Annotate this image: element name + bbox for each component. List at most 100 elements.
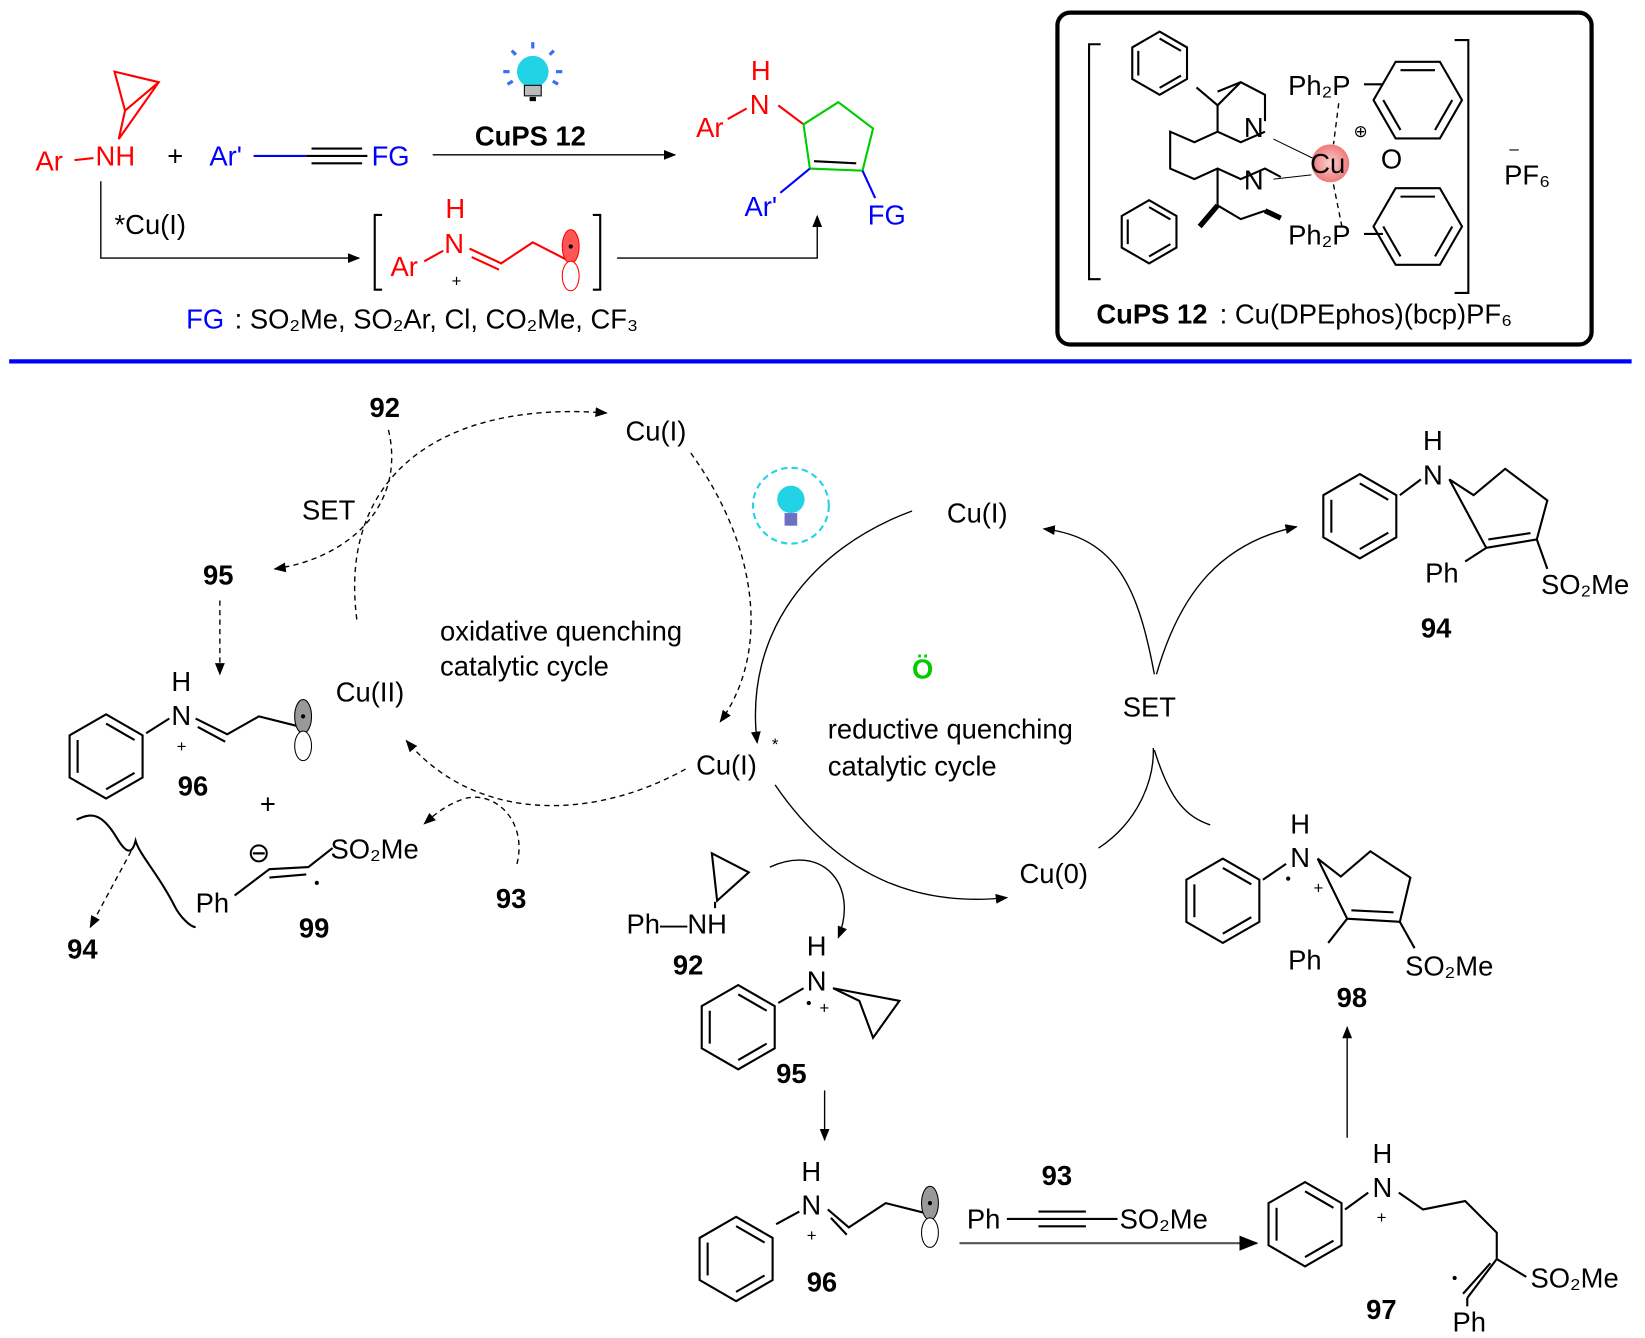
- aromatic-double-bond: [1434, 99, 1454, 131]
- oxidative-cycle: 92 Cu(I) SET 95 oxidative quenching cata…: [67, 392, 830, 965]
- benzene-ring: [1185, 857, 1261, 945]
- aromatic-double-bond: [1434, 225, 1454, 257]
- cycle-arrow: [354, 407, 608, 620]
- cmpd-98: 98: [1337, 982, 1367, 1013]
- bond: [1399, 478, 1422, 497]
- radical-dot: [806, 1000, 811, 1006]
- bond: [777, 987, 805, 1004]
- s95-h: H: [807, 931, 827, 962]
- aromatic-double-bond: [737, 1042, 768, 1061]
- arrow: [89, 842, 137, 929]
- cyclopropane: [832, 987, 902, 1040]
- benzene-ring: [68, 713, 144, 800]
- cmpd-95: 95: [776, 1058, 806, 1089]
- cmpd-92: 92: [673, 950, 703, 981]
- nh-label: NH: [96, 140, 136, 171]
- lightbulb-icon: [751, 466, 830, 545]
- cmpd-94: 94: [1421, 612, 1452, 643]
- s95-plus: +: [819, 999, 829, 1018]
- cycle-arrow: [774, 784, 1009, 904]
- aromatic-double-bond: [1304, 1239, 1335, 1259]
- benzene-ring: [1322, 472, 1398, 560]
- cycle-arc: [1098, 747, 1155, 849]
- r93-label: 93: [1042, 1160, 1072, 1191]
- caption: : Cu(DPEphos)(bcp)PF₆: [1220, 298, 1512, 329]
- n-top: N: [1244, 112, 1264, 143]
- cu-charge: ⊕: [1353, 122, 1367, 141]
- benzene-ring: [1372, 60, 1464, 140]
- catalyst-box: Ph₂P Ph₂P N N Cu ⊕ O PF₆ – CuPS 12 : Cu(…: [1055, 10, 1594, 347]
- aromatic-double-bond: [1359, 531, 1389, 551]
- s94-h: H: [1423, 425, 1443, 456]
- radical-dot: [1452, 1275, 1457, 1281]
- aromatic-double-bond: [1159, 74, 1182, 89]
- alkene: [233, 847, 334, 897]
- aromatic-double-bond: [1159, 37, 1182, 52]
- s98-n: N: [1290, 842, 1310, 873]
- cyclopentene-ring: [802, 100, 875, 172]
- set-label: SET: [302, 494, 356, 525]
- aromatic-double-bond: [105, 722, 136, 741]
- cyclopentene: [1316, 849, 1412, 923]
- inter-h: H: [445, 193, 465, 224]
- cycle-arrow: [1042, 525, 1156, 675]
- prod-n: N: [750, 89, 770, 120]
- aromatic-double-bond: [1222, 916, 1252, 935]
- s94-n: N: [1423, 460, 1443, 491]
- aromatic-double-bond: [1359, 482, 1389, 501]
- s95-n: N: [807, 965, 827, 996]
- n-cu-bonds: [1273, 138, 1313, 180]
- cycle-arrow: [690, 452, 752, 723]
- s97-h: H: [1372, 1138, 1392, 1169]
- aromatic-double-bond: [737, 993, 768, 1012]
- cmpd-92: 92: [369, 392, 399, 423]
- prod-ar-prime: Ar': [745, 191, 778, 222]
- s99-minus: ⊖: [247, 837, 270, 868]
- aromatic-double-bond: [1382, 225, 1402, 257]
- reductive-cycle: Cu(I) Ö reductive quenching catalytic cy…: [627, 425, 1630, 1338]
- arrow-to-94: [1155, 524, 1298, 675]
- plus-sign: +: [167, 140, 183, 171]
- s97-so2me: SO₂Me: [1530, 1262, 1618, 1293]
- inter-plus: +: [452, 272, 462, 291]
- prod-fg: FG: [868, 199, 906, 230]
- benzene-ring: [1372, 187, 1464, 266]
- aromatic-double-bond: [735, 1274, 766, 1293]
- bond: [145, 717, 170, 735]
- aromatic-double-bond: [1148, 206, 1171, 221]
- bond: [1262, 863, 1287, 881]
- cu-label: Cu: [1310, 148, 1345, 179]
- o-label: O: [1381, 144, 1402, 175]
- brackets: [373, 213, 602, 291]
- s96-h: H: [171, 666, 191, 697]
- cyclopropane: [710, 851, 751, 903]
- set-label: SET: [1123, 691, 1177, 722]
- s94-ph: Ph: [1425, 558, 1458, 589]
- bond: [775, 1210, 800, 1226]
- s97-n: N: [1372, 1172, 1392, 1203]
- chain: [195, 715, 302, 743]
- bond: [1398, 921, 1416, 949]
- s99-so2me: SO₂Me: [330, 834, 418, 865]
- cmpd-99: 99: [299, 913, 329, 944]
- s97-ph: Ph: [1453, 1307, 1486, 1338]
- fg-list: : SO₂Me, SO₂Ar, Cl, CO₂Me, CF₃: [235, 304, 639, 335]
- s97-plus: +: [1377, 1208, 1387, 1227]
- bond: [861, 170, 877, 199]
- lightbulb-icon: [503, 42, 563, 102]
- cycle-title-1: oxidative quenching: [440, 616, 682, 647]
- bond: [1195, 86, 1219, 107]
- s96-plus: +: [177, 737, 187, 756]
- bond: [1464, 546, 1487, 563]
- cycle-title-1: reductive quenching: [828, 714, 1073, 745]
- cyclopropane: [113, 70, 161, 140]
- benzene-rings: [68, 30, 1464, 1303]
- p-orbital-icon: [561, 229, 580, 292]
- s96-h: H: [801, 1156, 821, 1187]
- counterion-charge: –: [1509, 139, 1519, 158]
- triple-bond: [1006, 1210, 1118, 1228]
- s98-plus: +: [1313, 878, 1323, 897]
- fg-label: FG: [372, 140, 410, 171]
- benzene-ring: [1267, 1180, 1343, 1268]
- copper-atom: [1311, 144, 1350, 183]
